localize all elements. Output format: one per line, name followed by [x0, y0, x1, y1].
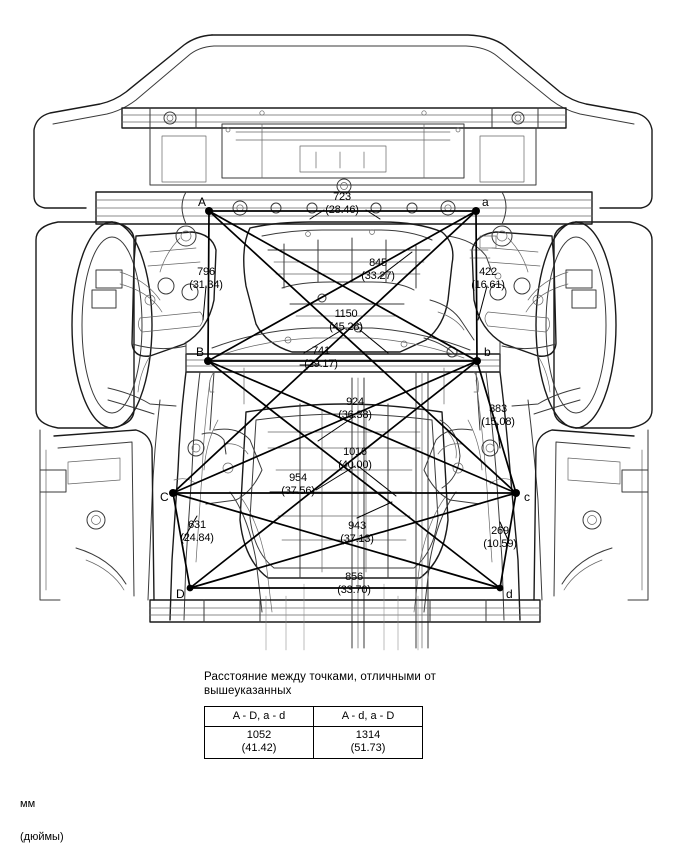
additional-distances-section: Расстояние между точками, отличными от в… [204, 670, 504, 759]
front-subframe-rails [95, 191, 593, 225]
measurement-845-mm: 845 [369, 257, 387, 269]
measurement-943: 943 (37.13) [327, 520, 387, 545]
measurement-856-mm: 856 [345, 571, 363, 583]
table-header-ad-ad: A - D, a - d [204, 706, 314, 727]
body-outline [33, 34, 653, 209]
table-caption: Расстояние между точками, отличными от в… [204, 671, 437, 697]
measurement-943-inch: (37.13) [340, 532, 374, 545]
distance-table: A - D, a - d A - d, a - D 1052 (41.42) 1… [204, 706, 423, 759]
measurement-269-inch: (10.59) [483, 537, 517, 550]
measurement-lines [172, 210, 517, 589]
point-label-d: d [506, 587, 513, 601]
underbody-diagram: .ol { fill:none; stroke:#1a1a1a; stroke-… [33, 34, 653, 651]
measurement-741-mm: 741 [312, 345, 330, 357]
measurement-1016-inch: (40.00) [338, 458, 372, 471]
measurement-1016: 1016 (40.00) [323, 446, 387, 471]
left-front-wheel [35, 221, 177, 429]
leader-lines [182, 209, 509, 541]
measurement-796: 796 (31.34) [176, 266, 236, 291]
measurement-points [169, 207, 520, 592]
measurement-422-inch: (16.61) [471, 278, 505, 291]
measurement-422-mm: 422 [479, 266, 497, 278]
measurement-943-mm: 943 [348, 520, 366, 532]
engine-transmission-assembly [243, 221, 502, 358]
point-label-a: a [482, 195, 489, 209]
measurement-269: 269 (10.59) [470, 525, 530, 550]
point-label-D: D [176, 587, 185, 601]
measurement-631: 631 (24.84) [167, 519, 227, 544]
underbody-detail-lines [137, 237, 551, 651]
measurement-954-mm: 954 [289, 472, 307, 484]
measurement-422: 422 (16.61) [458, 266, 518, 291]
measurement-845: 845 (33.27) [348, 257, 408, 282]
table-cell-1314-mm: 1314 [355, 729, 381, 741]
measurement-924-mm: 924 [346, 396, 364, 408]
measurement-383: 383 (15.08) [468, 403, 528, 428]
measurement-741: 741 (29.17) [291, 345, 351, 370]
table-header-row: A - D, a - d A - d, a - D [204, 706, 423, 727]
left-floor-rail [147, 371, 211, 621]
measurement-796-mm: 796 [197, 266, 215, 278]
left-lower-control-arm [131, 225, 217, 357]
front-crossmember [121, 107, 567, 129]
measurement-856: 856 (33.70) [324, 571, 384, 596]
measurement-856-inch: (33.70) [337, 583, 371, 596]
table-row: 1052 (41.42) 1314 (51.73) [204, 726, 423, 759]
rear-crossmember [39, 429, 649, 623]
measurement-269-mm: 269 [491, 525, 509, 537]
measurement-383-inch: (15.08) [481, 415, 515, 428]
measurement-723-mm: 723 [333, 191, 351, 203]
table-cell-1314: 1314 (51.73) [313, 726, 423, 759]
measurement-383-mm: 383 [489, 403, 507, 415]
table-cell-1052-inch: (41.42) [241, 742, 277, 754]
table-header-ad-aD: A - d, a - D [313, 706, 423, 727]
unit-inches: (дюймы) [20, 831, 64, 843]
measurement-1150: 1150 (45.28) [314, 308, 378, 333]
measurement-1150-inch: (45.28) [329, 320, 363, 333]
point-label-b: b [484, 345, 491, 359]
point-label-c: c [524, 490, 530, 504]
measurement-741-inch: (29.17) [304, 357, 338, 370]
measurement-954-inch: (37.56) [281, 484, 315, 497]
table-cell-1314-inch: (51.73) [350, 742, 386, 754]
measurement-723-inch: (28.46) [325, 203, 359, 216]
measurement-924: 924 (36.38) [325, 396, 385, 421]
table-cell-1052-mm: 1052 [246, 729, 272, 741]
right-lower-control-arm [471, 225, 557, 357]
measurement-845-inch: (33.27) [361, 269, 395, 282]
measurement-954: 954 (37.56) [268, 472, 328, 497]
point-label-B: B [196, 345, 205, 359]
point-label-A: A [198, 195, 207, 209]
right-front-wheel [511, 221, 653, 429]
table-cell-1052: 1052 (41.42) [204, 726, 314, 759]
measurement-1150-mm: 1150 [334, 308, 358, 320]
measurement-796-inch: (31.34) [189, 278, 223, 291]
upper-panel-structure [149, 123, 537, 194]
measurement-631-inch: (24.84) [180, 531, 214, 544]
measurement-723: 723 (28.46) [312, 191, 372, 216]
measurement-631-mm: 631 [188, 519, 206, 531]
exhaust-system [351, 371, 461, 649]
point-label-C: C [160, 490, 169, 504]
measurement-924-inch: (36.38) [338, 408, 372, 421]
unit-millimeters: мм [20, 798, 36, 810]
measurement-1016-mm: 1016 [343, 446, 367, 458]
